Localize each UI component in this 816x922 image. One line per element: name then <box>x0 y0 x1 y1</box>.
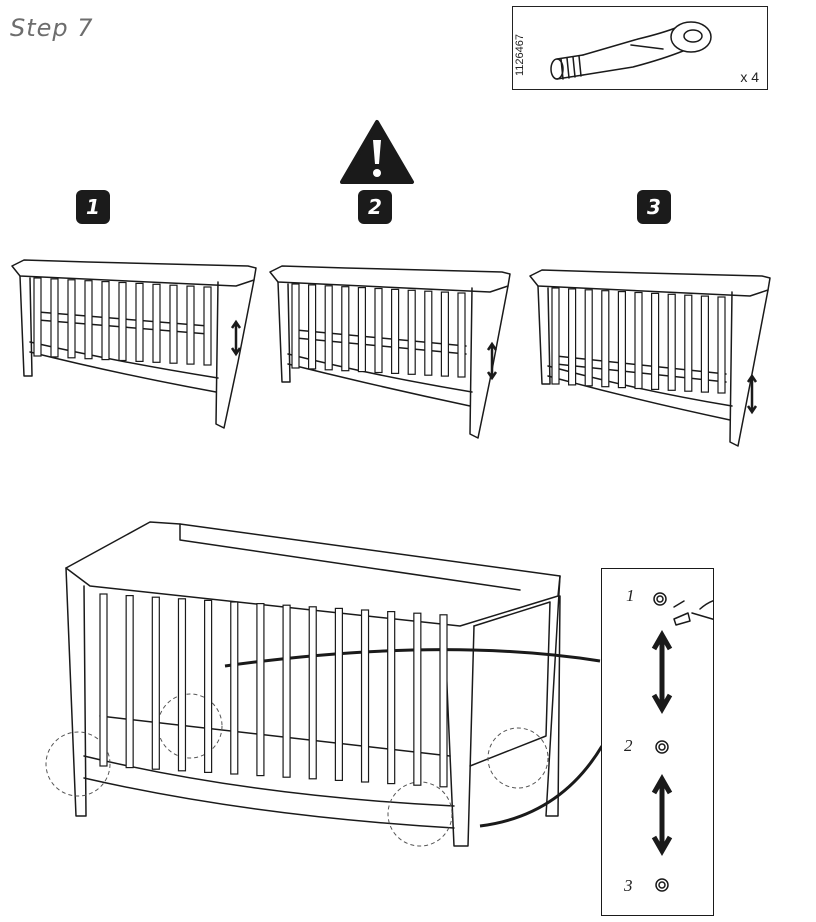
cot-slat <box>177 598 187 772</box>
cot-main-illustration <box>45 521 604 847</box>
cot-slat <box>390 288 400 374</box>
cot-position-3-illustration <box>529 269 771 447</box>
warning-triangle-icon <box>340 120 414 184</box>
cot-position-2-illustration <box>269 265 511 439</box>
cot-slat <box>700 295 709 393</box>
level-label-3: 3 <box>624 876 633 895</box>
cot-slat <box>33 277 42 357</box>
cot-slat <box>457 292 466 378</box>
cot-slat <box>204 599 213 774</box>
cot-slat <box>374 287 383 374</box>
cot-slat <box>684 294 693 392</box>
cot-slat <box>152 283 161 363</box>
cot-slat <box>360 609 370 783</box>
cot-slat <box>186 285 195 365</box>
adjustment-bolt-icon <box>550 21 712 80</box>
cot-slat <box>151 596 160 770</box>
cot-slat <box>439 614 448 788</box>
cot-slat <box>282 604 291 778</box>
cot-slat <box>551 287 560 385</box>
cot-slat <box>101 281 110 361</box>
step-title: Step 7 <box>10 14 94 42</box>
cot-slat <box>256 602 265 777</box>
cot-slat <box>413 612 422 786</box>
cot-slat <box>650 292 660 390</box>
cot-slat <box>617 291 627 389</box>
cot-slat <box>169 284 178 364</box>
cot-slat <box>67 279 76 359</box>
cot-slat <box>567 288 577 386</box>
cot-slat <box>50 278 59 358</box>
cot-slat <box>324 285 333 371</box>
position-badge-2: 2 <box>358 190 392 224</box>
level-label-1: 1 <box>626 586 635 605</box>
cot-slat <box>667 293 676 391</box>
cot-slat <box>717 296 726 394</box>
cot-slat <box>634 291 643 390</box>
cot-slat <box>387 610 396 785</box>
detail-box: 1 2 3 <box>601 568 714 916</box>
cot-slat <box>341 286 350 372</box>
cot-slat <box>584 289 593 387</box>
cot-slat <box>440 291 449 377</box>
cot-position-1-illustration <box>11 259 257 429</box>
cot-slat <box>135 282 144 362</box>
cot-slat <box>84 280 93 360</box>
level-label-2: 2 <box>624 736 633 755</box>
cot-slat <box>203 286 212 366</box>
position-badge-1: 1 <box>76 190 110 224</box>
detail-drawing <box>651 592 713 892</box>
cot-slat <box>99 593 108 767</box>
cot-slat <box>308 606 317 780</box>
cot-slat <box>307 284 317 370</box>
cot-slat <box>125 594 134 769</box>
cot-slat <box>118 281 127 362</box>
cot-slat <box>601 290 610 388</box>
cot-slat <box>334 607 343 782</box>
cot-slat <box>407 289 416 375</box>
part-quantity: x 4 <box>740 69 759 85</box>
cot-slat <box>230 601 239 775</box>
position-badge-3: 3 <box>637 190 671 224</box>
cot-slat <box>424 290 433 376</box>
cot-slat <box>357 287 367 373</box>
part-box: 1126467 x 4 <box>512 6 768 90</box>
cot-slat <box>291 283 300 369</box>
